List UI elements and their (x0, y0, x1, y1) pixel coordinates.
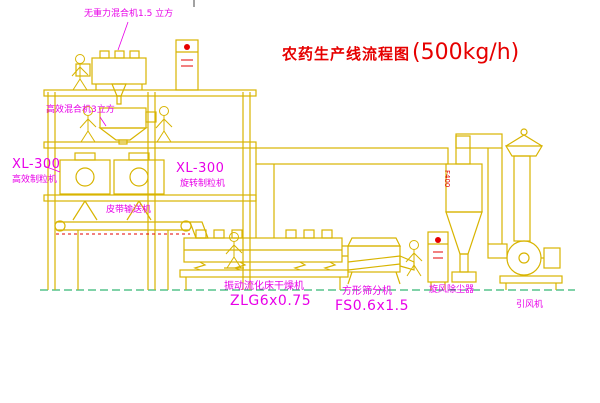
cabinet2-text-marks (433, 251, 443, 259)
cabinet1-text-marks (181, 59, 193, 67)
label-square-sieve: 方形筛分机 (342, 286, 392, 297)
operator-1 (71, 54, 89, 91)
label-mixer-3m3: 高效混合机3立方 (46, 105, 115, 115)
operator-3 (155, 106, 173, 143)
label-granulator-left: 高效制粒机 (12, 175, 58, 185)
operator-2 (79, 106, 97, 143)
control-cabinet-1 (175, 39, 199, 91)
cabinet2-indicator (435, 237, 441, 243)
zero-gravity-mixer (75, 50, 147, 105)
cyclone (445, 133, 508, 283)
label-xl300-left: XL-300 (12, 157, 61, 172)
title-capacity: (500kg/h) (412, 40, 520, 65)
induced-draft-fan (499, 128, 563, 290)
operator-5 (405, 240, 423, 277)
title-text: 农药生产线流程图 (282, 45, 411, 63)
label-gravity-mixer: 无重力混合机1.5 立方 (84, 9, 174, 19)
exhaust-duct (255, 147, 449, 238)
granulator-left (59, 152, 111, 195)
operator-4 (225, 232, 243, 269)
label-dryer-model: ZLG6x0.75 (230, 293, 312, 309)
granulator-right (113, 152, 165, 195)
mixer-3m3-hopper (98, 107, 157, 145)
square-sieve (342, 237, 415, 285)
cabinet1-indicator (184, 44, 190, 50)
building-frame (43, 89, 257, 290)
label-sieve-model: FS0.6x1.5 (335, 298, 410, 314)
label-leaders (43, 21, 129, 173)
label-fan: 引风机 (516, 300, 544, 310)
label-rotary-granulator: 旋转制粒机 (180, 179, 226, 189)
label-belt-conveyor: 皮带输送机 (106, 205, 152, 215)
label-fluid-bed-dryer: 振动流化床干燥机 (224, 281, 304, 292)
discharge-chutes (72, 200, 152, 221)
label-cyclone: 旋风除尘器 (429, 285, 475, 295)
control-cabinet-2 (427, 231, 449, 290)
belt-conveyor (54, 220, 192, 290)
label-duct-size: F400 (443, 170, 451, 188)
label-xl300-mid: XL-300 (176, 161, 225, 176)
diagram-title: 农药生产线流程图 (500kg/h) (282, 40, 519, 65)
fluid-bed-dryer (179, 221, 349, 290)
